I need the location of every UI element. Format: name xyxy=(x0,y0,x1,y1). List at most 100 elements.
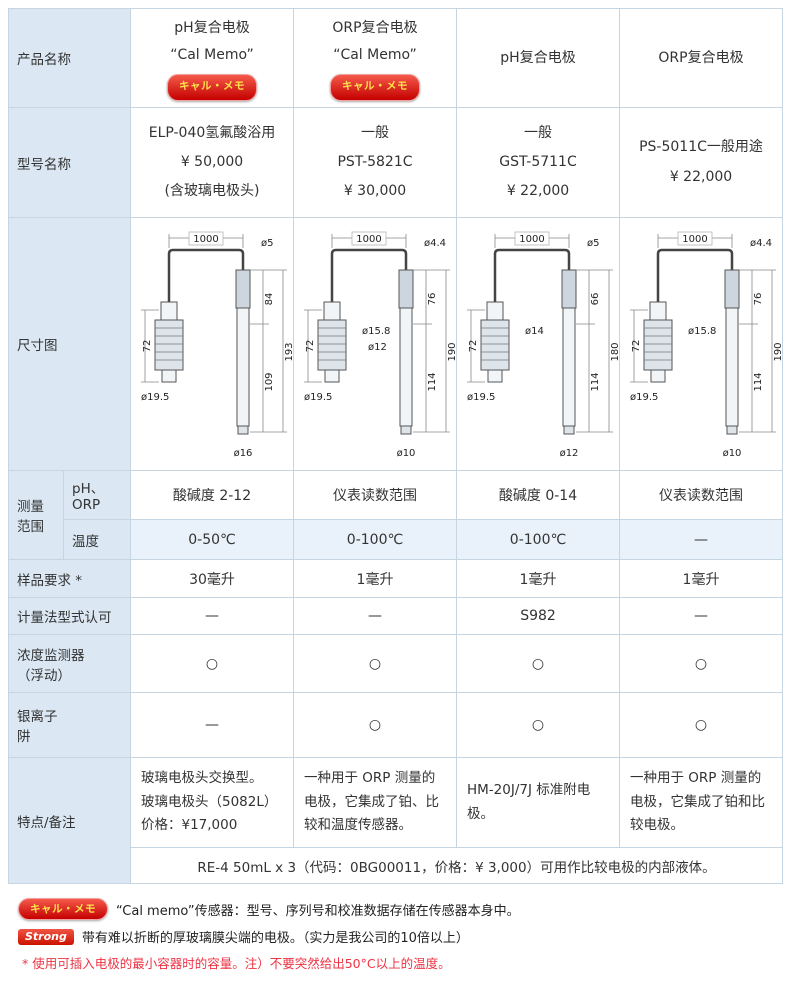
sample-cell: 1毫升 xyxy=(456,559,620,599)
dim-upper-length: 76 xyxy=(753,293,764,306)
internal-liquid-note: RE-4 50mL x 3（代码：0BG00011，价格：¥ 3,000）可用作… xyxy=(130,847,783,885)
dim-mid2-diameter: ø12 xyxy=(368,342,387,353)
dim-top-diameter: ø4.4 xyxy=(424,238,446,249)
dim-tip-diameter: ø12 xyxy=(560,448,579,459)
dim-lower-length: 109 xyxy=(264,373,275,392)
features-cell: 一种用于 ORP 测量的电极，它集成了铂和比较电极。 xyxy=(619,757,783,849)
dim-connector-diameter: ø19.5 xyxy=(467,392,495,403)
dim-tip-diameter: ø10 xyxy=(723,448,742,459)
approval-cell: — xyxy=(130,597,294,636)
row-label-sample: 样品要求 * xyxy=(8,559,131,599)
footnote-strong-text: 带有难以折断的厚玻璃膜尖端的电极。（实力是我公司的10倍以上） xyxy=(81,931,469,947)
dim-cable-length: 1000 xyxy=(193,234,218,245)
dim-tip-diameter: ø10 xyxy=(397,448,416,459)
diagram-cell: 1000 ø4.4 76 114 190 72 ø19.5 ø15.8 ø10 xyxy=(619,217,784,472)
dim-lower-length: 114 xyxy=(590,373,601,392)
footnote-red-warning: * 使用可插入电极的最小容器时的容量。注）不要突然给出50°C以上的温度。 xyxy=(22,956,451,972)
dim-total-length: 180 xyxy=(610,343,621,362)
dim-connector-length: 72 xyxy=(631,340,642,353)
dim-upper-length: 76 xyxy=(427,293,438,306)
sample-cell: 1毫升 xyxy=(619,559,783,599)
row-label-temperature: 温度 xyxy=(63,519,131,561)
dim-mid-diameter: ø15.8 xyxy=(362,326,390,337)
row-label-model-name: 型号名称 xyxy=(8,107,131,219)
dim-cable-length: 1000 xyxy=(519,234,544,245)
product-name-cell: pH复合电极 xyxy=(456,7,620,109)
row-label-monitor: 浓度监测器 （浮动） xyxy=(8,634,131,694)
product-name-cell: pH复合电极 “Cal Memo” キャル・メモ xyxy=(130,7,294,109)
dim-upper-length: 84 xyxy=(264,293,275,306)
product-name-cell: ORP复合电极 xyxy=(619,7,783,109)
dim-connector-diameter: ø19.5 xyxy=(141,392,169,403)
monitor-cell: ○ xyxy=(130,634,294,694)
footnote-strong: Strong 带有难以折断的厚玻璃膜尖端的电极。（实力是我公司的10倍以上） xyxy=(18,927,772,946)
row-label-product-name: 产品名称 xyxy=(8,7,131,109)
dim-connector-length: 72 xyxy=(142,340,153,353)
footnote-cal-memo: キャル・メモ “Cal memo”传感器：型号、序列号和校准数据存储在传感器本身… xyxy=(18,898,772,921)
product-spec-table: 产品名称 pH复合电极 “Cal Memo” キャル・メモ ORP复合电极 “C… xyxy=(8,7,784,885)
dim-top-diameter: ø5 xyxy=(587,238,599,249)
cal-memo-badge: キャル・メモ xyxy=(330,74,420,102)
approval-cell: — xyxy=(293,597,457,636)
row-label-approval: 计量法型式认可 xyxy=(8,597,131,636)
dimension-diagram: 1000 ø4.4 76 114 190 72 ø19.5 ø15.8 ø10 xyxy=(630,231,784,459)
ph-range-cell: 仪表读数范围 xyxy=(293,470,457,521)
dim-top-diameter: ø4.4 xyxy=(750,238,772,249)
dim-lower-length: 114 xyxy=(427,373,438,392)
row-label-measure-range: 测量 范围 xyxy=(8,470,64,561)
row-label-silver-ion-trap: 银离子 阱 xyxy=(8,692,131,759)
dim-upper-length: 66 xyxy=(590,293,601,306)
strong-badge: Strong xyxy=(18,928,74,945)
monitor-cell: ○ xyxy=(619,634,783,694)
sample-cell: 1毫升 xyxy=(293,559,457,599)
silver-cell: ○ xyxy=(456,692,620,759)
diagram-cell: 1000 ø5 84 109 193 72 ø19.5 ø16 xyxy=(130,217,295,472)
dim-tip-diameter: ø16 xyxy=(234,448,253,459)
dim-cable-length: 1000 xyxy=(356,234,381,245)
cal-memo-badge: キャル・メモ xyxy=(18,898,108,921)
features-cell: 一种用于 ORP 测量的电极，它集成了铂、比较和温度传感器。 xyxy=(293,757,457,849)
dim-total-length: 193 xyxy=(284,343,295,362)
dim-connector-diameter: ø19.5 xyxy=(304,392,332,403)
dim-total-length: 190 xyxy=(773,343,784,362)
silver-cell: ○ xyxy=(293,692,457,759)
dimension-diagram: 1000 ø5 84 109 193 72 ø19.5 ø16 xyxy=(141,231,295,459)
dim-connector-length: 72 xyxy=(305,340,316,353)
sample-cell: 30毫升 xyxy=(130,559,294,599)
dim-connector-diameter: ø19.5 xyxy=(630,392,658,403)
features-cell: HM-20J/7J 标准附电极。 xyxy=(456,757,620,849)
model-cell: 一般 PST-5821C ¥ 30,000 xyxy=(293,107,457,219)
temp-range-cell: 0-100℃ xyxy=(293,519,457,561)
dimension-diagram: 1000 ø5 66 114 180 72 ø19.5 ø14 ø12 xyxy=(467,231,621,459)
footnotes: キャル・メモ “Cal memo”传感器：型号、序列号和校准数据存储在传感器本身… xyxy=(8,884,782,972)
dim-mid-diameter: ø15.8 xyxy=(688,326,716,337)
row-label-ph-orp: pH、ORP xyxy=(63,470,131,521)
ph-range-cell: 酸碱度 2-12 xyxy=(130,470,294,521)
product-name: pH复合电极 “Cal Memo” xyxy=(170,20,254,63)
approval-cell: S982 xyxy=(456,597,620,636)
dim-connector-length: 72 xyxy=(468,340,479,353)
model-cell: 一般 GST-5711C ¥ 22,000 xyxy=(456,107,620,219)
diagram-cell: 1000 ø4.4 76 114 190 72 ø19.5 ø15.8 ø12 … xyxy=(293,217,458,472)
silver-cell: ○ xyxy=(619,692,783,759)
model-cell: ELP-040氢氟酸浴用 ¥ 50,000 (含玻璃电极头) xyxy=(130,107,294,219)
silver-cell: — xyxy=(130,692,294,759)
features-cell: 玻璃电极头交换型。 玻璃电极头（5082L） 价格：¥17,000 xyxy=(130,757,294,849)
monitor-cell: ○ xyxy=(456,634,620,694)
dim-total-length: 190 xyxy=(447,343,458,362)
model-cell: PS-5011C一般用途 ¥ 22,000 xyxy=(619,107,783,219)
temp-range-cell: 0-50℃ xyxy=(130,519,294,561)
dim-mid-diameter: ø14 xyxy=(525,326,544,337)
ph-range-cell: 酸碱度 0-14 xyxy=(456,470,620,521)
product-name: ORP复合电极 “Cal Memo” xyxy=(332,20,418,63)
temp-range-cell: — xyxy=(619,519,783,561)
dim-cable-length: 1000 xyxy=(682,234,707,245)
cal-memo-badge: キャル・メモ xyxy=(167,74,257,102)
monitor-cell: ○ xyxy=(293,634,457,694)
dim-lower-length: 114 xyxy=(753,373,764,392)
row-label-dimension-diagram: 尺寸图 xyxy=(8,217,131,472)
dimension-diagram: 1000 ø4.4 76 114 190 72 ø19.5 ø15.8 ø12 … xyxy=(304,231,458,459)
ph-range-cell: 仪表读数范围 xyxy=(619,470,783,521)
dim-top-diameter: ø5 xyxy=(261,238,273,249)
